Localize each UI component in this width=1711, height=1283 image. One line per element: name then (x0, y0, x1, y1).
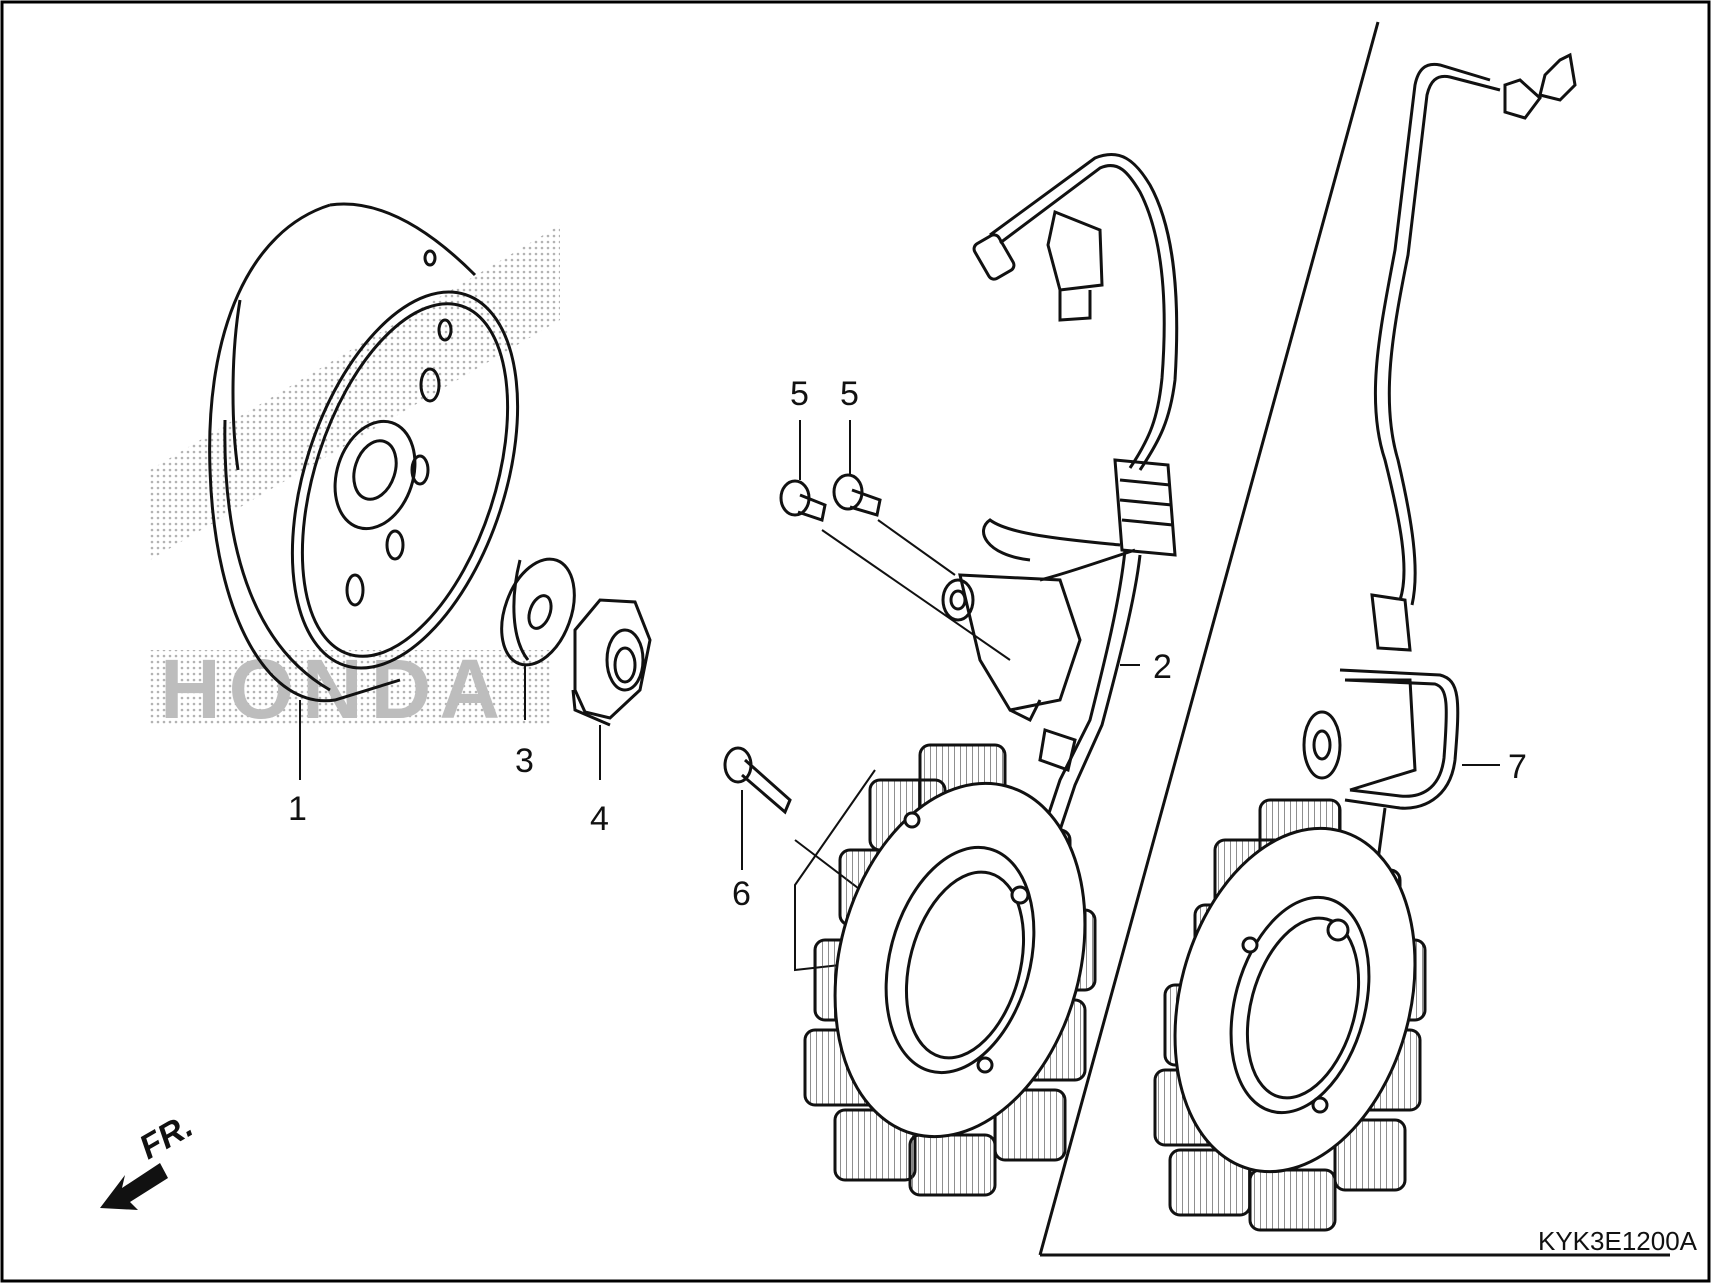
front-arrow-icon (100, 1163, 168, 1210)
callout-6: 6 (732, 875, 751, 913)
separator-diagonal (1038, 21, 1380, 1256)
figure-code: KYK3E1200A (1538, 1226, 1698, 1256)
front-indicator-label: FR. (133, 1107, 199, 1167)
watermark-text: HONDA (160, 642, 508, 736)
stator-alternate-harness[interactable] (1302, 52, 1577, 906)
leader-line-5b-target (877, 519, 956, 576)
pulse-generator-harness[interactable] (941, 152, 1179, 876)
stator-alternate-coil[interactable] (1139, 798, 1452, 1232)
honda-watermark: HONDA (150, 225, 560, 736)
stator-coil[interactable] (798, 743, 1123, 1197)
callout-2: 2 (1153, 648, 1172, 686)
flywheel[interactable] (208, 202, 561, 703)
leader-line-5a-target (821, 529, 1011, 661)
pulser-screw-left[interactable] (779, 479, 827, 522)
stator-bolt[interactable] (723, 746, 792, 815)
callout-5b: 5 (840, 375, 859, 413)
flange-nut[interactable] (571, 598, 652, 727)
callout-5a: 5 (790, 375, 809, 413)
pulser-screw-right[interactable] (832, 473, 882, 517)
callout-7: 7 (1508, 748, 1527, 786)
callout-1: 1 (288, 790, 307, 828)
callout-4: 4 (590, 800, 609, 838)
callout-3: 3 (515, 742, 534, 780)
washer[interactable] (488, 549, 588, 675)
